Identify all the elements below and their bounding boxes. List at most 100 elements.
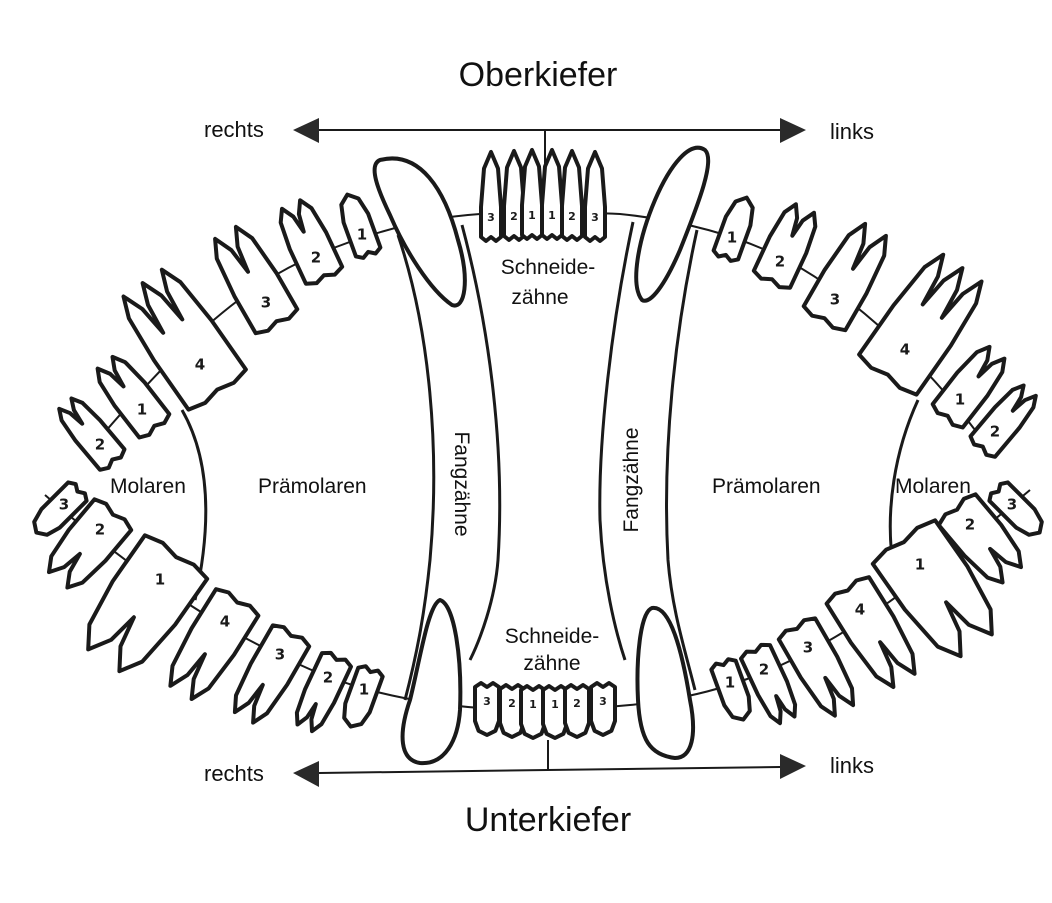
upper-incisors-label-line2: zähne bbox=[511, 286, 568, 309]
upper-right-premolar-number: 2 bbox=[311, 249, 321, 267]
upper-left-premolar-number: 1 bbox=[727, 229, 737, 247]
lower-incisor-number: 1 bbox=[529, 698, 537, 711]
lower-right-canine bbox=[400, 598, 463, 766]
canine-inner-right bbox=[598, 221, 635, 661]
upper-incisor bbox=[560, 149, 584, 242]
lower-right-premolar bbox=[232, 623, 312, 725]
lower-right-premolar-number: 1 bbox=[359, 681, 369, 699]
canines-label-right: Fangzähne bbox=[620, 427, 643, 532]
lower-direction-right-label: rechts bbox=[204, 761, 264, 786]
upper-incisor-number: 3 bbox=[591, 211, 599, 224]
upper-left-premolar-number: 4 bbox=[900, 341, 910, 359]
jaw-curves bbox=[180, 221, 920, 701]
lower-incisor bbox=[519, 684, 547, 740]
lower-axis-line bbox=[318, 766, 781, 774]
upper-left-molar bbox=[968, 383, 1038, 459]
upper-left-canine bbox=[634, 146, 711, 303]
upper-incisor bbox=[479, 150, 503, 243]
canine-inner-left bbox=[460, 224, 502, 661]
upper-incisor-number: 1 bbox=[548, 209, 556, 222]
upper-left-premolar bbox=[711, 195, 755, 263]
upper-right-premolar-number: 1 bbox=[357, 226, 367, 244]
upper-right-premolar bbox=[339, 192, 383, 260]
lower-left-premolar bbox=[776, 616, 856, 718]
lower-incisor bbox=[563, 683, 591, 739]
upper-right-molar bbox=[57, 396, 127, 472]
lower-incisors-label-line2: zähne bbox=[523, 652, 580, 675]
upper-right-molar-number: 1 bbox=[137, 401, 147, 419]
canines-label-left: Fangzähne bbox=[450, 431, 473, 536]
lower-jaw-title: Unterkiefer bbox=[465, 801, 631, 839]
lower-left-molar-number: 2 bbox=[965, 516, 975, 534]
lower-right-molar-number: 1 bbox=[155, 571, 165, 589]
lower-left-molar bbox=[936, 492, 1023, 585]
lower-left-molar-number: 3 bbox=[1007, 496, 1017, 514]
canines bbox=[372, 146, 711, 766]
lower-incisor-number: 3 bbox=[483, 695, 491, 708]
lower-incisor bbox=[589, 681, 617, 737]
upper-left-premolar bbox=[801, 221, 888, 333]
upper-incisor-number: 2 bbox=[568, 210, 576, 223]
upper-right-premolar-number: 4 bbox=[195, 356, 205, 374]
upper-incisor bbox=[583, 150, 607, 243]
lower-left-molar bbox=[870, 518, 994, 659]
left-arrowhead-icon bbox=[293, 118, 319, 143]
lower-right-premolar-number: 2 bbox=[323, 669, 333, 687]
lower-left-premolar-number: 2 bbox=[759, 661, 769, 679]
lower-incisor-number: 2 bbox=[508, 697, 516, 710]
lower-incisor-number: 1 bbox=[551, 698, 559, 711]
upper-right-canine bbox=[372, 156, 467, 308]
upper-jaw-title: Oberkiefer bbox=[459, 56, 618, 94]
lower-incisor-number: 3 bbox=[599, 695, 607, 708]
lower-right-premolar-number: 4 bbox=[220, 613, 230, 631]
upper-incisor bbox=[520, 148, 544, 241]
lower-right-molar-number: 3 bbox=[59, 496, 69, 514]
molars-label-left: Molaren bbox=[110, 475, 186, 498]
molars-label-right: Molaren bbox=[895, 475, 971, 498]
upper-incisor bbox=[540, 148, 564, 241]
upper-direction-left-label: links bbox=[830, 119, 874, 144]
upper-right-molar bbox=[95, 354, 172, 440]
upper-left-premolar bbox=[751, 202, 818, 290]
lower-incisor-number: 2 bbox=[573, 697, 581, 710]
lower-right-molar-number: 2 bbox=[95, 521, 105, 539]
upper-right-premolar-number: 3 bbox=[261, 294, 271, 312]
upper-right-premolar bbox=[278, 198, 345, 286]
right-arrowhead-icon bbox=[780, 754, 806, 779]
lower-right-premolar bbox=[294, 650, 353, 734]
lower-incisor bbox=[541, 684, 569, 740]
left-arrowhead-icon bbox=[293, 761, 319, 787]
upper-direction-axis: rechts links bbox=[204, 117, 874, 215]
upper-right-premolar bbox=[213, 224, 300, 336]
lower-left-premolar bbox=[709, 657, 752, 722]
upper-left-molar-number: 1 bbox=[955, 391, 965, 409]
upper-incisors-label-line1: Schneide- bbox=[501, 256, 596, 279]
premolars-label-left: Prämolaren bbox=[258, 475, 367, 498]
lower-direction-axis: rechts links bbox=[204, 740, 874, 787]
molar-premolar-divider-right bbox=[888, 399, 920, 566]
lower-incisor bbox=[473, 681, 501, 737]
teeth bbox=[32, 148, 1044, 740]
upper-right-molar-number: 2 bbox=[95, 436, 105, 454]
lower-left-molar bbox=[987, 480, 1044, 537]
lower-left-premolar-number: 1 bbox=[725, 674, 735, 692]
upper-incisor-number: 2 bbox=[510, 210, 518, 223]
upper-left-molar bbox=[930, 344, 1007, 430]
lower-left-premolar-number: 4 bbox=[855, 601, 865, 619]
lower-right-premolar bbox=[168, 587, 261, 701]
lower-left-molar-number: 1 bbox=[915, 556, 925, 574]
upper-left-molar-number: 2 bbox=[990, 423, 1000, 441]
right-arrowhead-icon bbox=[780, 118, 806, 143]
upper-direction-right-label: rechts bbox=[204, 117, 264, 142]
lower-incisors-label-line1: Schneide- bbox=[505, 625, 600, 648]
lower-right-molar bbox=[86, 533, 210, 674]
upper-right-premolar bbox=[121, 267, 248, 412]
lower-left-premolar bbox=[824, 575, 917, 689]
lower-direction-left-label: links bbox=[830, 753, 874, 778]
lower-right-premolar-number: 3 bbox=[275, 646, 285, 664]
canine-outer-right bbox=[665, 229, 699, 691]
upper-incisor-number: 3 bbox=[487, 211, 495, 224]
lower-right-molar bbox=[32, 480, 89, 537]
